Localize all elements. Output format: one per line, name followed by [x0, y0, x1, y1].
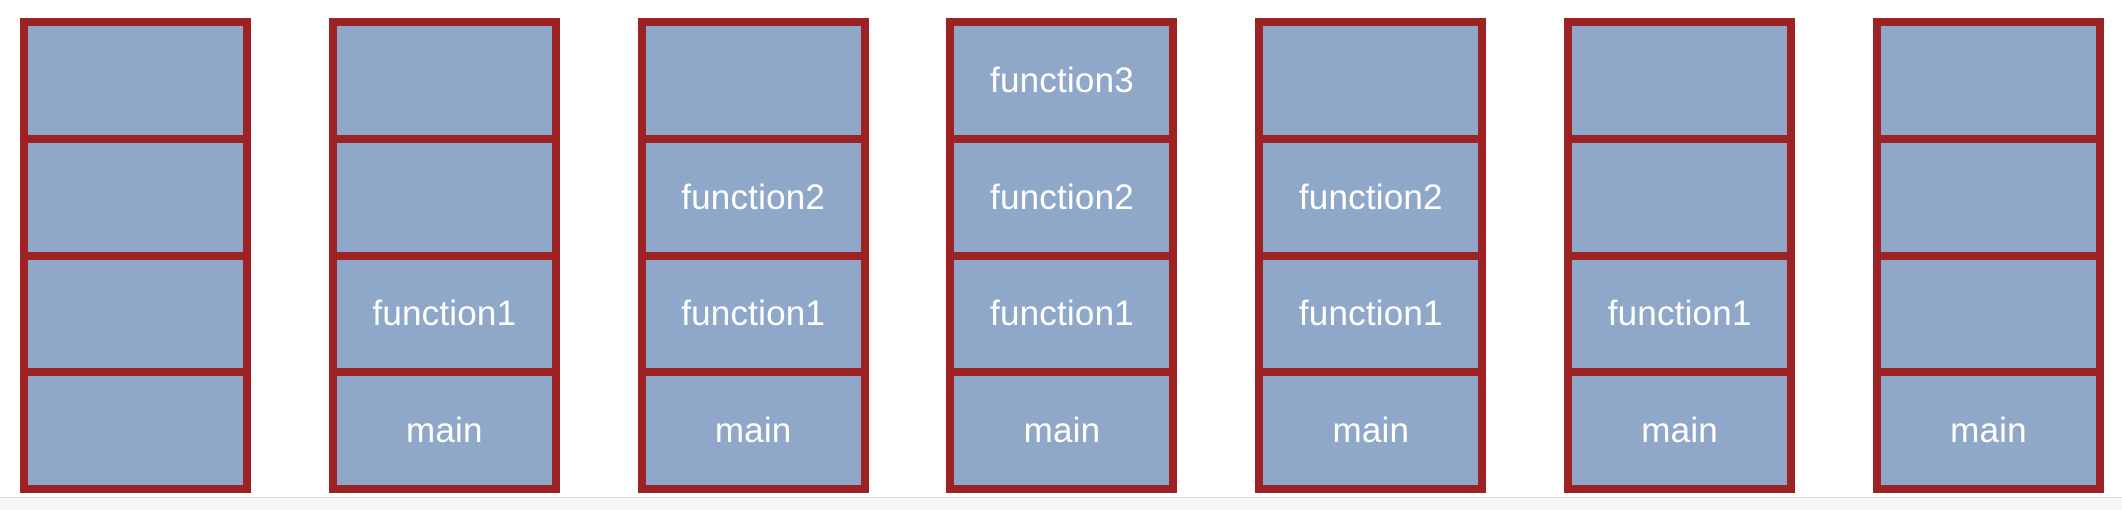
stack-6-frame-2-label: function1 [1607, 294, 1752, 334]
stack-2-frame-3 [336, 142, 552, 260]
stack-2-frame-1: main [336, 376, 552, 485]
stack-4-frame-3-label: function2 [990, 177, 1134, 217]
stack-5-frame-1: main [1263, 376, 1479, 485]
stack-1-frame-1 [28, 376, 243, 485]
stack-4: function3 function2 function1 main [946, 18, 1178, 493]
stack-3-frame-2-label: function1 [681, 294, 826, 334]
stack-2-frame-4 [336, 26, 552, 143]
stack-4-frame-1-label: main [1023, 411, 1101, 451]
stack-7-frame-1: main [1880, 376, 2096, 485]
stack-3-frame-3-label: function2 [681, 177, 826, 217]
stack-3-frame-4 [645, 26, 861, 143]
stack-7: main [1872, 18, 2104, 493]
stack-7-frame-1-label: main [1950, 411, 2027, 451]
stack-2: function1 main [328, 18, 560, 493]
stack-5: function2 function1 main [1255, 18, 1487, 493]
stack-4-frame-4: function3 [954, 26, 1170, 143]
call-stack-diagram: function1 main function2 function1 main … [20, 18, 2104, 493]
stack-6-frame-4 [1572, 26, 1788, 143]
stack-6: function1 main [1564, 18, 1796, 493]
stack-3: function2 function1 main [637, 18, 869, 493]
stack-6-frame-3 [1572, 142, 1788, 260]
stack-5-frame-3: function2 [1263, 142, 1479, 260]
stack-5-frame-1-label: main [1332, 411, 1410, 451]
stack-7-frame-4 [1880, 26, 2096, 143]
stack-6-frame-1: main [1572, 376, 1788, 485]
stack-7-frame-2 [1880, 259, 2096, 377]
stack-1 [20, 18, 251, 493]
stack-4-frame-2: function1 [954, 259, 1170, 377]
stack-2-frame-2-label: function1 [372, 294, 517, 334]
stack-3-frame-2: function1 [645, 259, 861, 377]
stack-4-frame-3: function2 [954, 142, 1170, 260]
stack-5-frame-4 [1263, 26, 1479, 143]
stack-3-frame-1: main [645, 376, 861, 485]
stack-2-frame-2: function1 [336, 259, 552, 377]
stack-4-frame-1: main [954, 376, 1170, 485]
stack-3-frame-1-label: main [714, 411, 792, 451]
stack-5-frame-2-label: function1 [1298, 294, 1443, 334]
stack-6-frame-2: function1 [1572, 259, 1788, 377]
stack-5-frame-2: function1 [1263, 259, 1479, 377]
stack-3-frame-3: function2 [645, 142, 861, 260]
stack-7-frame-3 [1880, 142, 2096, 260]
stack-1-frame-3 [28, 142, 243, 260]
stack-1-frame-4 [28, 26, 243, 143]
stack-5-frame-3-label: function2 [1298, 177, 1443, 217]
footer-strip [0, 497, 2122, 510]
stack-6-frame-1-label: main [1641, 411, 1718, 451]
stack-2-frame-1-label: main [405, 411, 483, 451]
stack-1-frame-2 [28, 259, 243, 377]
stack-4-frame-4-label: function3 [990, 60, 1134, 100]
stack-4-frame-2-label: function1 [990, 294, 1134, 334]
